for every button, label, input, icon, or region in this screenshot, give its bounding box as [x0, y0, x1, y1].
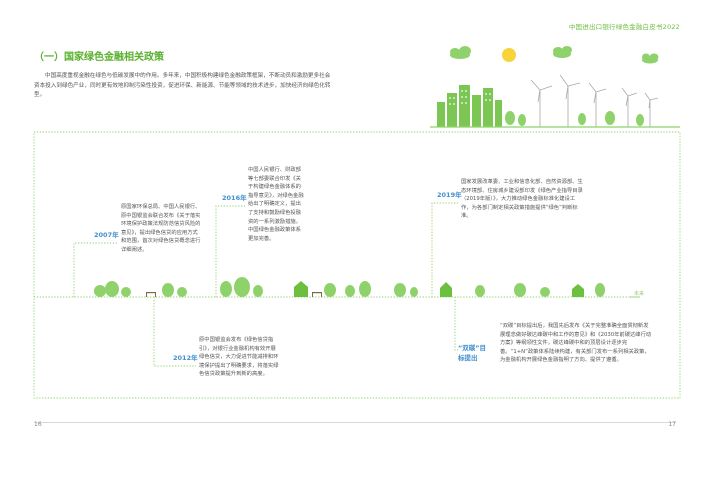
header-title: 中国进出口银行绿色金融白皮书2022: [568, 23, 680, 31]
timeline-entry-2012: 原中国银监会发布《绿色信贷指引》，对银行业金融机构有效开展绿色信贷，大力促进节能…: [199, 337, 279, 378]
sun-icon: [502, 48, 516, 62]
timeline-year-dual-carbon: “双碳”目标提出: [458, 344, 487, 362]
timeline-entry-2007: 原国家环保总局、中国人民银行、原中国银监会联合发布《关于落实环境保护政策法规防范…: [121, 204, 201, 253]
timeline-year-2007: 2007年: [94, 231, 119, 239]
footer-divider: [34, 422, 676, 423]
timeline-year-2012: 2012年: [173, 354, 198, 362]
page-number-left: 16: [34, 421, 42, 428]
intro-paragraph: 中国高度重视金融在绿色与低碳发展中的作用。多年来，中国积极构建绿色金融政策框架，…: [34, 73, 331, 98]
timeline-entry-2019: 国家发展改革委、工业和信息化部、自然资源部、生态环境部、住房城乡建设部印发《绿色…: [461, 179, 583, 220]
section-title: （一）国家绿色金融相关政策: [34, 52, 164, 63]
timeline-year-2019: 2019年: [437, 191, 462, 199]
timeline-end-label: 未来: [634, 291, 645, 297]
dotted-frame: [33, 131, 681, 399]
page-number-right: 17: [668, 421, 676, 428]
timeline-entry-dual-carbon: “双碳”目标提出后，我国先后发布《关于完整准确全面贯彻新发展理念做好碳达峰碳中和…: [500, 323, 652, 364]
landscape-illustration: [94, 277, 605, 297]
timeline-entry-2016: 中国人民银行、财政部等七部委联合印发《关于构建绿色金融体系的指导意见》，对绿色金…: [248, 167, 304, 242]
cityscape-illustration: [430, 46, 680, 128]
timeline-year-2016: 2016年: [222, 194, 247, 202]
